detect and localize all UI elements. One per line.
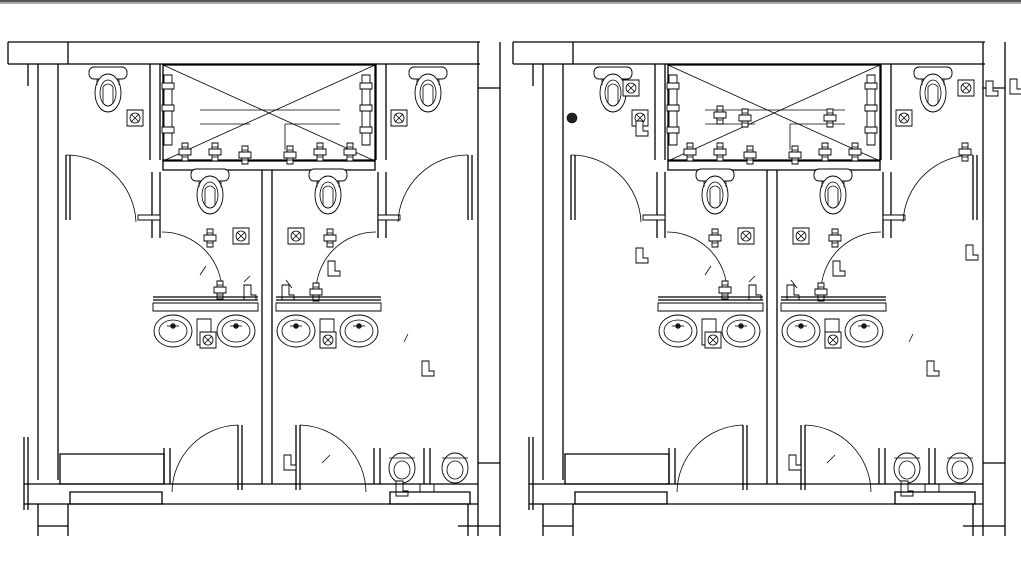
plan-right: [513, 42, 1021, 536]
top-border: [0, 0, 1021, 4]
plan-left: [8, 42, 500, 536]
